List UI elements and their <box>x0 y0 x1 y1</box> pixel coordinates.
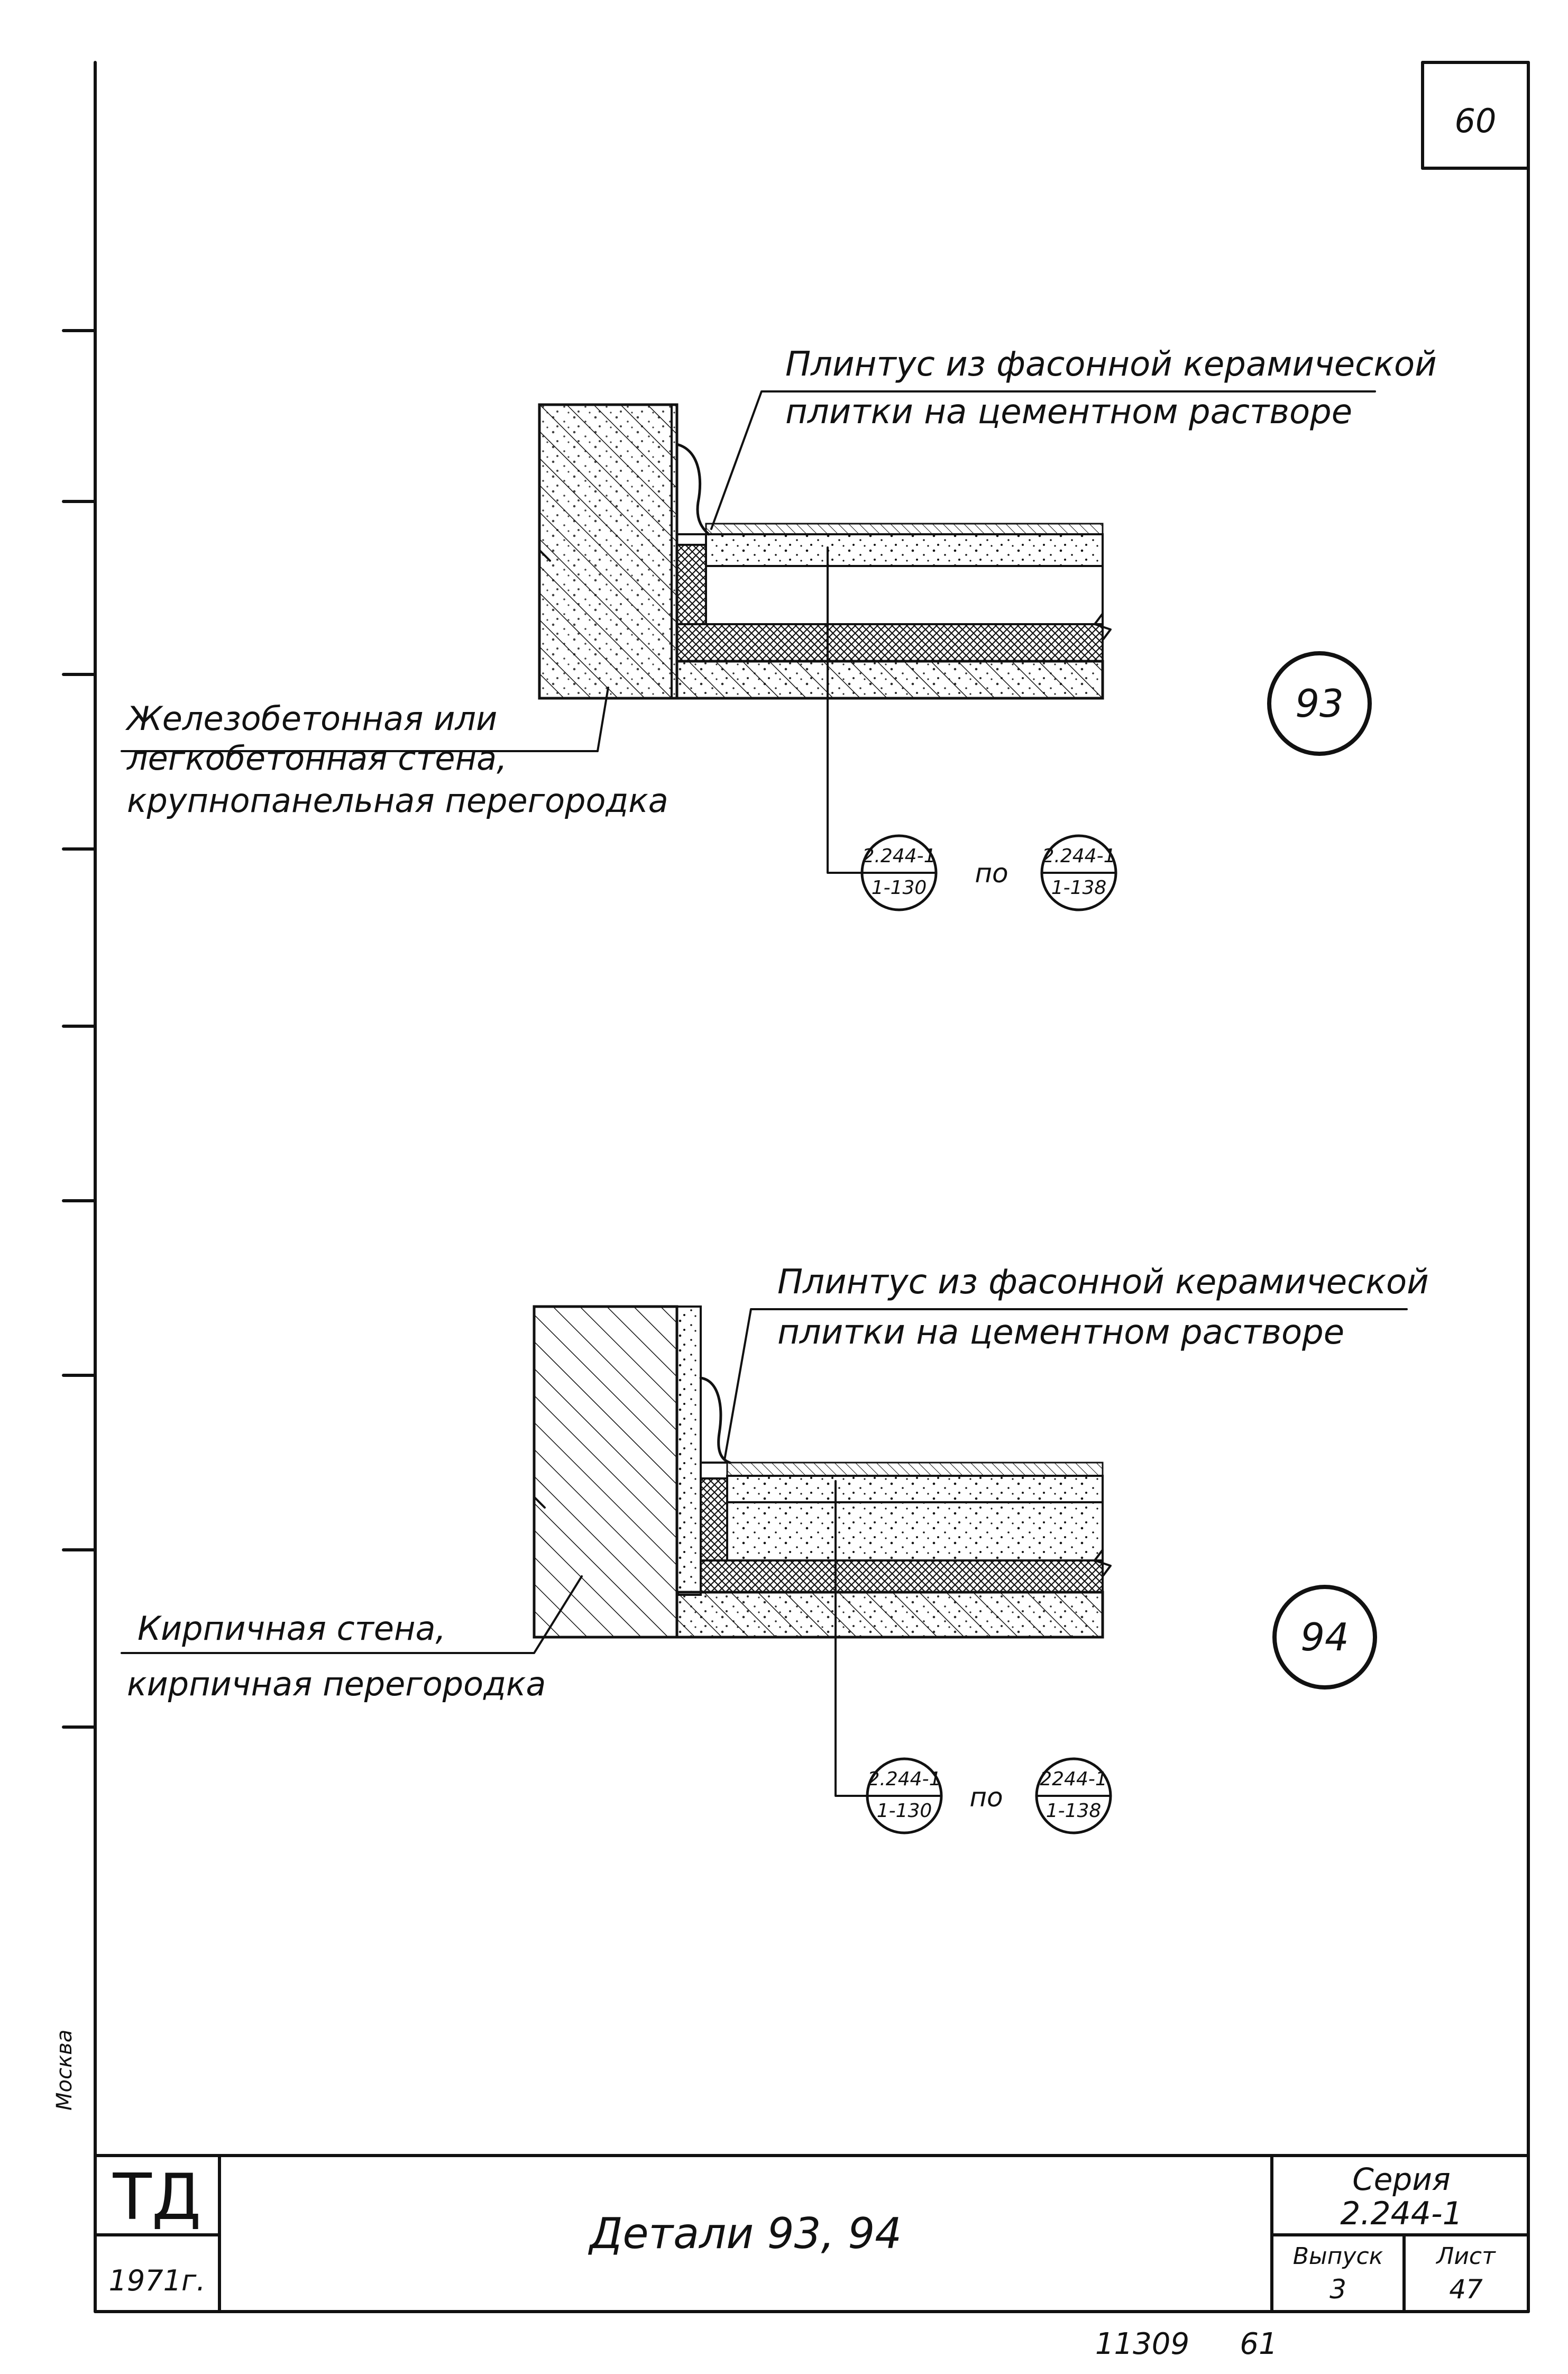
wall-plaster <box>676 1305 702 1596</box>
drawing-title: Детали 93, 94 <box>588 2209 902 2258</box>
svg-text:1-138: 1-138 <box>1051 877 1107 899</box>
svg-text:2.244-1: 2.244-1 <box>1042 845 1116 867</box>
concrete-layer-94 <box>726 1501 1104 1562</box>
insulation-layer <box>676 623 1104 662</box>
tile-finish-94 <box>726 1462 1104 1477</box>
d94-wall-label-line1: Кирпичная стена, <box>137 1609 446 1648</box>
d93-reference-b: 2.244-1 1-138 <box>1040 834 1117 911</box>
d93-wall-label-line3: крупнопанельная перегородка <box>127 781 668 820</box>
d94-skirting-label-line2: плитки на цементном растворе <box>777 1313 1344 1352</box>
bottom-number-right: 61 <box>1240 2327 1277 2361</box>
insulation-layer-94 <box>700 1559 1104 1593</box>
screed-layer <box>705 533 1104 567</box>
sheet-value: 47 <box>1449 2274 1483 2305</box>
issue-value: 3 <box>1329 2274 1346 2305</box>
bottom-number-left: 11309 <box>1095 2327 1189 2361</box>
series-value: 2.244-1 <box>1340 2195 1463 2232</box>
detail-93: Плинтус из фасонной керамической плитки … <box>121 345 1437 911</box>
svg-text:94: 94 <box>1300 1615 1349 1659</box>
void-layer <box>705 565 1104 625</box>
side-stamp: Москва <box>52 2030 77 2111</box>
sheet-number: 60 <box>1455 102 1497 140</box>
svg-text:2.244-1: 2.244-1 <box>863 845 936 867</box>
detail-94: Плинтус из фасонной керамической плитки … <box>121 1263 1429 1834</box>
svg-text:1-138: 1-138 <box>1046 1800 1102 1822</box>
d94-reference-between: по <box>969 1782 1003 1813</box>
sheet-label: Лист <box>1435 2243 1496 2270</box>
d93-skirting-label-line1: Плинтус из фасонной керамической <box>785 345 1437 384</box>
svg-text:1-130: 1-130 <box>872 877 927 899</box>
ceramic-skirting-94 <box>699 1376 731 1464</box>
year-label: 1971г. <box>109 2264 206 2297</box>
sheet-frame <box>94 61 1530 2313</box>
d93-wall-label-line2: легкобетонная стена, <box>126 739 507 778</box>
d93-detail-marker: 93 <box>1267 651 1372 756</box>
series-label: Серия <box>1352 2161 1451 2197</box>
d93-reference-between: по <box>975 858 1008 889</box>
d94-wall-label-line2: кирпичная перегородка <box>127 1665 546 1703</box>
issue-label: Выпуск <box>1293 2243 1383 2270</box>
d94-reference-b: 2244-1 1-138 <box>1035 1757 1112 1834</box>
d93-reference-a: 2.244-1 1-130 <box>860 834 938 911</box>
margin-ticks <box>62 329 97 1729</box>
brick-wall <box>533 1305 678 1639</box>
d93-wall-label-line1: Железобетонная или <box>125 699 497 738</box>
tile-finish <box>705 523 1104 535</box>
svg-text:93: 93 <box>1295 681 1344 726</box>
d94-detail-marker: 94 <box>1272 1585 1377 1690</box>
ceramic-skirting <box>675 443 710 536</box>
svg-text:1-130: 1-130 <box>877 1800 932 1822</box>
d94-reference-a: 2.244-1 1-130 <box>866 1757 943 1834</box>
screed-layer-94 <box>726 1475 1104 1503</box>
d93-skirting-label-line2: плитки на цементном растворе <box>785 392 1352 432</box>
d94-skirting-label-line1: Плинтус из фасонной керамической <box>777 1263 1429 1302</box>
td-logo: ТД <box>112 2161 201 2234</box>
svg-text:2.244-1: 2.244-1 <box>868 1768 941 1790</box>
title-block <box>94 2154 1530 2313</box>
svg-text:2244-1: 2244-1 <box>1040 1768 1107 1790</box>
